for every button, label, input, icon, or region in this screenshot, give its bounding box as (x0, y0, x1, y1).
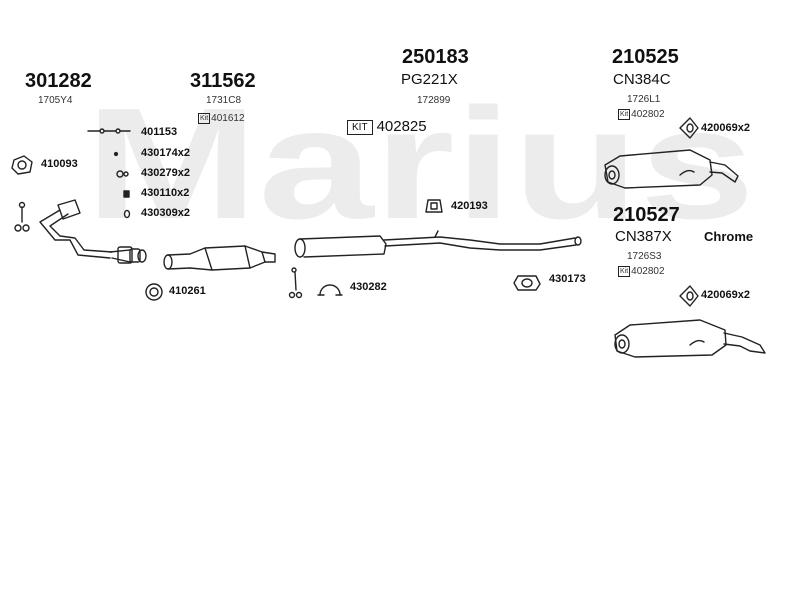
part-number-210527: 210527 (613, 204, 680, 226)
accessory-410261: 410261 (169, 285, 206, 297)
gasket-410093-icon (11, 155, 33, 175)
accessory-430174: 430174x2 (141, 147, 190, 159)
hanger-420193-icon (425, 199, 443, 213)
kit-badge: KIT (347, 120, 373, 135)
accessory-430309: 430309x2 (141, 207, 190, 219)
part-number-250183: 250183 (402, 46, 469, 68)
kit-number: 401612 (211, 113, 245, 124)
accessory-430110: 430110x2 (141, 187, 190, 199)
rear-silencer-210525 (604, 149, 739, 189)
part-model-cn387x: CN387X (615, 228, 672, 245)
accessory-430173: 430173 (549, 273, 586, 285)
finish-chrome: Chrome (704, 229, 754, 244)
accessory-420193: 420193 (451, 200, 488, 212)
part-ref-1705y4: 1705Y4 (38, 95, 73, 106)
bolt-401153-icon (87, 128, 131, 134)
front-pipe-301282 (39, 199, 147, 264)
bolt-set-icon (14, 201, 30, 232)
part-model-pg221x: PG221X (401, 71, 458, 88)
washer-430309-icon (123, 209, 131, 219)
part-number-311562: 311562 (190, 70, 256, 92)
watermark-text: Marius (85, 100, 755, 230)
bolt-catalyst-icon (288, 267, 303, 299)
catalyst-311562 (163, 245, 276, 271)
part-number-210525: 210525 (612, 46, 679, 68)
clamp-430282-icon (317, 284, 343, 296)
hanger-420069-top-icon (679, 117, 699, 139)
part-ref-172899: 172899 (417, 95, 451, 106)
kit-number: 402802 (631, 266, 665, 277)
kit-number: 402825 (376, 118, 427, 135)
nut-430279-icon (116, 170, 129, 178)
gasket-430173-icon (513, 275, 541, 291)
kit-badge: Kit (198, 113, 211, 124)
watermark-logo: Marius (85, 100, 755, 230)
accessory-430282: 430282 (350, 281, 387, 293)
part-model-cn384c: CN384C (613, 71, 671, 88)
center-silencer-250183 (294, 230, 582, 258)
accessory-420069-top: 420069x2 (701, 122, 750, 134)
clamp-410261-icon (145, 283, 163, 301)
hanger-420069-bottom-icon (679, 285, 699, 307)
part-ref-1726s3: 1726S3 (627, 251, 662, 262)
part-ref-1731c8: 1731C8 (206, 95, 242, 106)
accessory-410093: 410093 (41, 158, 78, 170)
kit-badge: Kit (618, 109, 631, 120)
bolt-430174-icon (113, 151, 119, 157)
accessory-401153: 401153 (141, 126, 178, 138)
accessory-430279: 430279x2 (141, 167, 190, 179)
accessory-420069-bottom: 420069x2 (701, 289, 750, 301)
nut-430110-icon (123, 190, 130, 198)
kit-number: 402802 (631, 109, 665, 120)
part-number-301282: 301282 (25, 70, 92, 92)
kit-badge: Kit (618, 266, 631, 277)
part-ref-1726l1: 1726L1 (627, 94, 661, 105)
rear-silencer-210527 (614, 319, 766, 358)
